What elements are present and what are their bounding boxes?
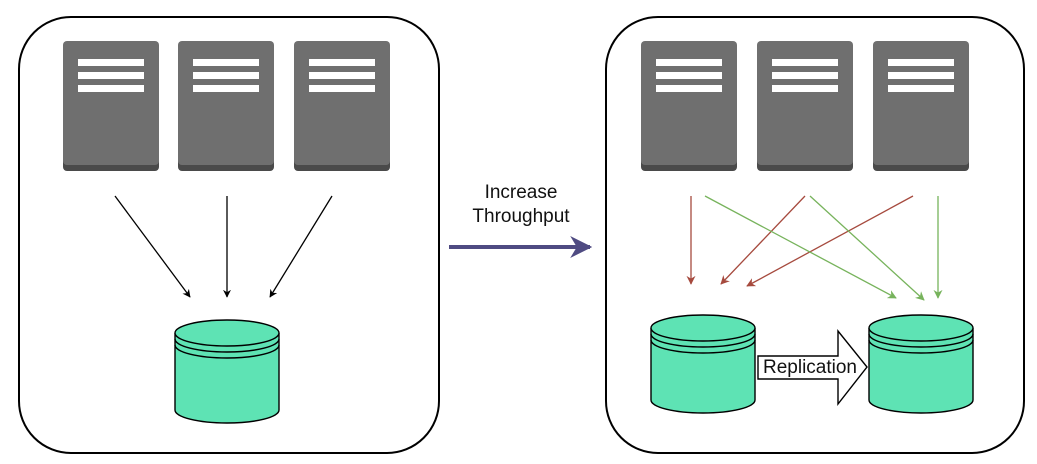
replication-label: Replication: [763, 357, 857, 378]
database-icon: [174, 319, 280, 424]
arrow-label-line2: Throughput: [472, 206, 570, 227]
server-icon: [757, 41, 853, 171]
right-server-3: [873, 41, 969, 171]
left-server-3: [294, 41, 390, 171]
server-icon: [63, 41, 159, 171]
left-panel: [18, 16, 440, 454]
database-icon: [868, 314, 974, 414]
left-server-2: [178, 41, 274, 171]
server-icon: [294, 41, 390, 171]
server-icon: [178, 41, 274, 171]
read-arrow-2: [809, 195, 925, 301]
right-server-2: [757, 41, 853, 171]
server-icon: [641, 41, 737, 171]
replica-database: [868, 314, 974, 414]
left-arrow-3: [269, 195, 333, 298]
increase-throughput-arrow: Increase Throughput: [449, 182, 593, 258]
left-database: [174, 319, 280, 424]
read-arrow-1: [704, 195, 897, 299]
database-icon: [650, 314, 756, 414]
replication-arrow: Replication: [757, 329, 868, 407]
replication-arrow-shape: [757, 329, 868, 407]
arrow-label-line1: Increase: [485, 182, 558, 203]
right-panel: Replication: [605, 16, 1025, 454]
left-arrow-1: [114, 195, 191, 298]
server-icon: [873, 41, 969, 171]
write-arrow-2: [720, 195, 806, 285]
write-arrow-3: [746, 195, 914, 287]
left-server-1: [63, 41, 159, 171]
right-server-1: [641, 41, 737, 171]
primary-database: [650, 314, 756, 414]
